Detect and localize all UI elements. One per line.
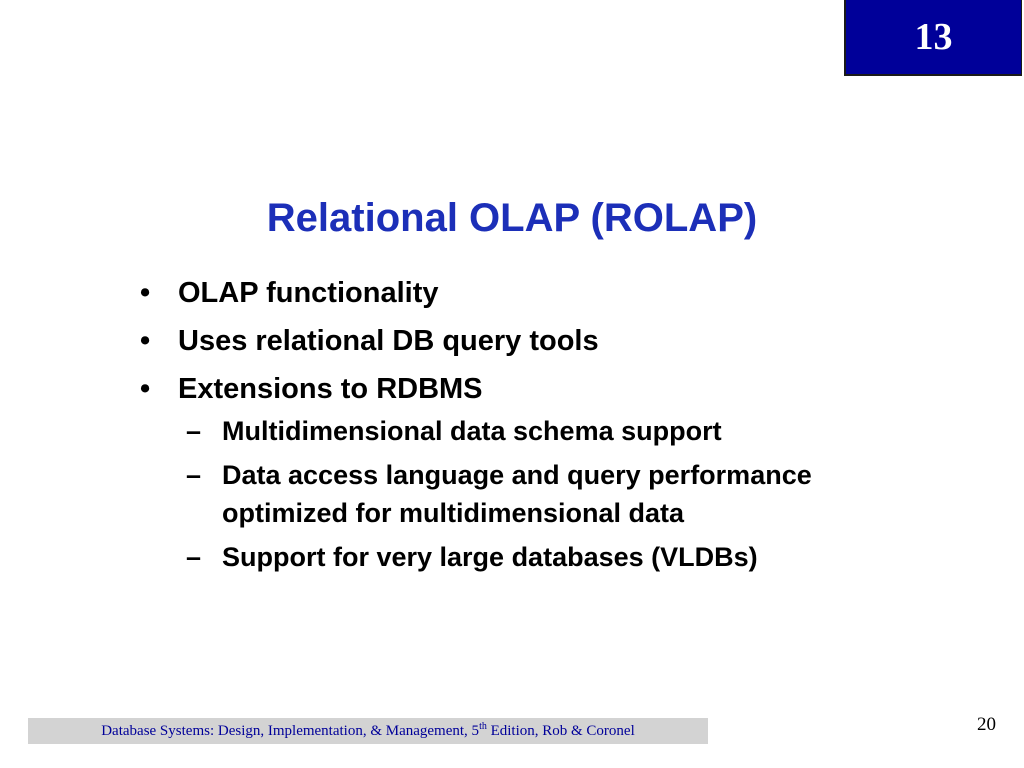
bullet-item: • Uses relational DB query tools [140,320,940,362]
sub-bullet-marker: – [186,416,202,446]
bullet-text: Uses relational DB query tools [178,325,599,357]
page-number: 20 [977,714,996,735]
chapter-number-box: 13 [844,0,1022,76]
bullet-item: • Extensions to RDBMS [140,368,940,410]
chapter-number: 13 [914,16,953,58]
sub-bullet-item: – Support for very large databases (VLDB… [140,538,940,576]
sub-bullet-marker: – [186,460,202,490]
bullet-list: • OLAP functionality • Uses relational D… [140,272,940,582]
sub-bullet-text: Multidimensional data schema support [222,416,722,446]
sub-bullet-marker: – [186,542,202,572]
bullet-marker: • [140,373,151,405]
footer-citation: Database Systems: Design, Implementation… [28,718,708,744]
bullet-text: Extensions to RDBMS [178,373,483,405]
slide-title: Relational OLAP (ROLAP) [266,196,758,240]
bullet-text: OLAP functionality [178,277,439,309]
sub-bullet-item: – Multidimensional data schema support [140,412,940,450]
footer-text-end: Edition, Rob & Coronel [486,723,635,739]
bullet-marker: • [140,277,151,309]
footer-superscript: th [479,721,487,732]
footer-text-start: Database Systems: Design, Implementation… [101,723,480,739]
sub-bullet-text: Support for very large databases (VLDBs) [222,542,758,572]
sub-bullet-text: Data access language and query performan… [222,460,812,528]
bullet-item: • OLAP functionality [140,272,940,314]
bullet-marker: • [140,325,151,357]
sub-bullet-item: – Data access language and query perform… [140,456,940,532]
